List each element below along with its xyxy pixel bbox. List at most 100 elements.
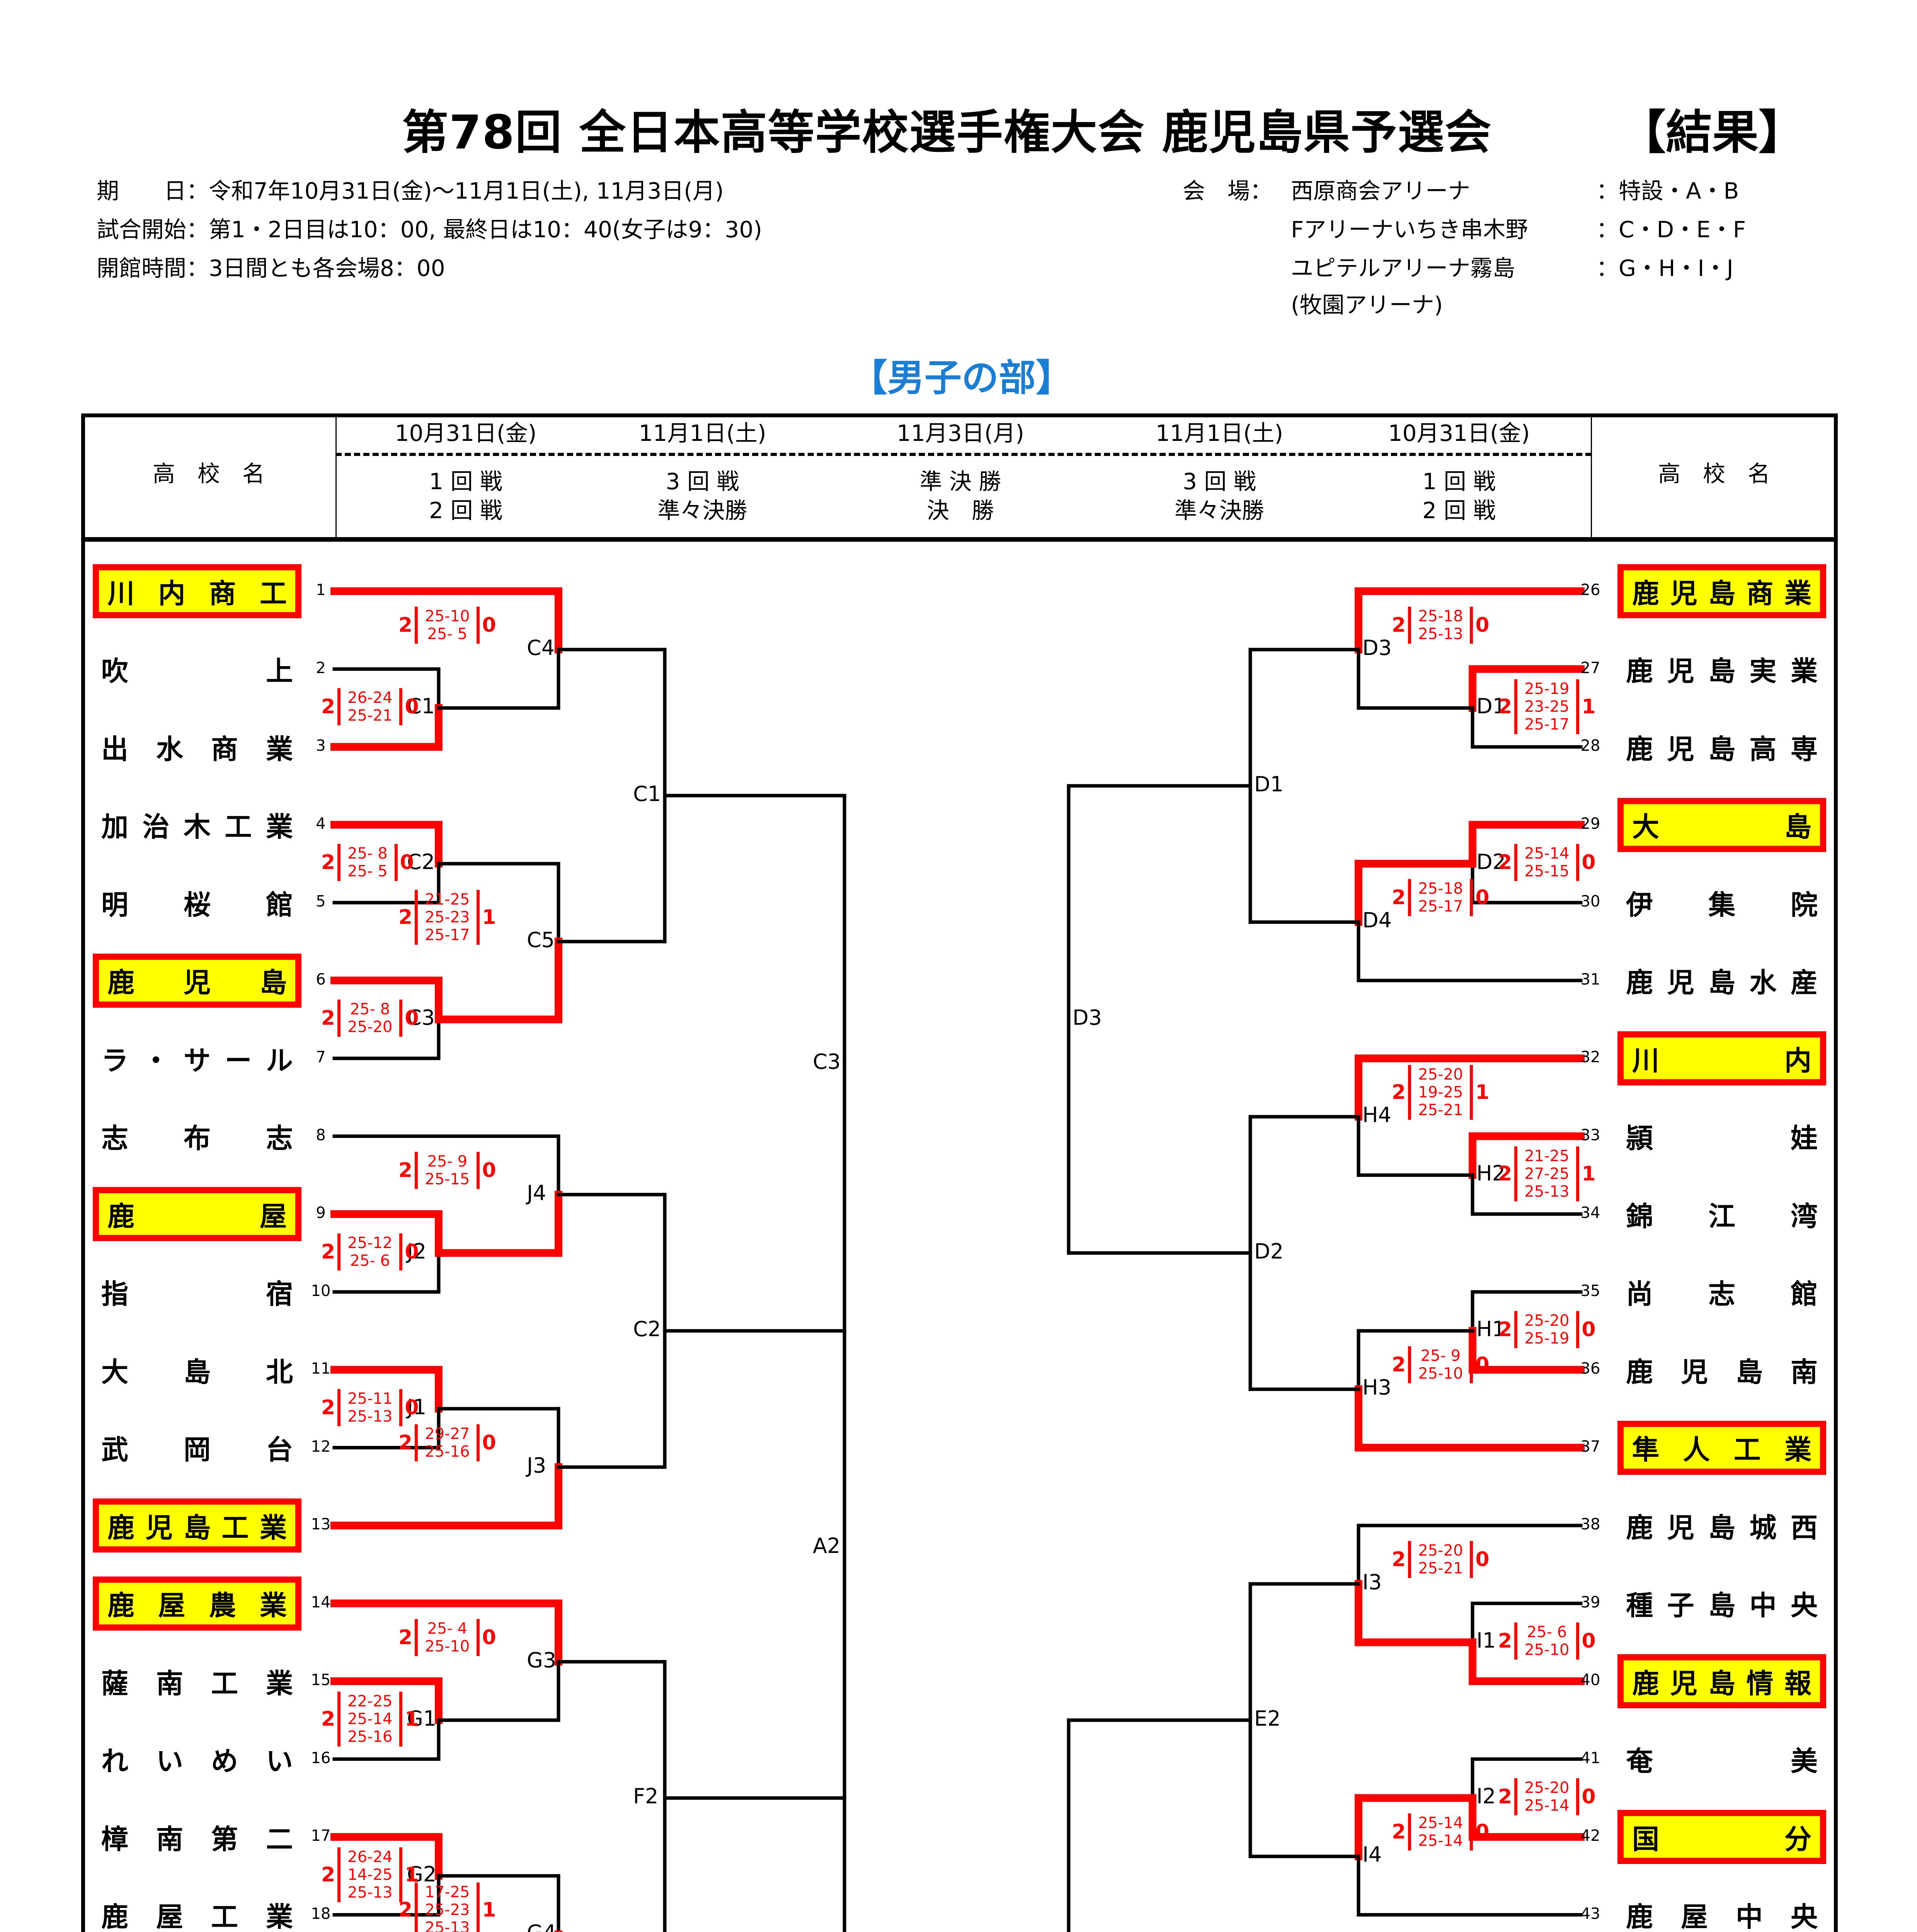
team-name: 鹿児島高専 [1626,733,1818,765]
column-date: 11月3日(月) [897,420,1024,446]
team-name: 尚志館 [1626,1278,1818,1310]
round-label: D3 [1073,1005,1102,1030]
school-column-header: 高 校 名 [1658,461,1770,487]
team-name: 指宿 [101,1278,293,1310]
seed-number: 40 [1580,1671,1600,1689]
team-name: 川内商工 [93,564,301,618]
round-label: C2 [633,1317,661,1342]
set-score: 25-17 [1524,716,1570,734]
set-score: 25- 6 [1527,1623,1567,1641]
sets-won: 2 [1392,1548,1406,1571]
info-start-time: 試合開始：第1・2日目は10：00, 最終日は10：40(女子は9：30) [97,216,762,243]
team-name: れいめい [101,1745,293,1777]
sets-won: 2 [321,695,335,719]
column-round: 決 勝 [926,497,994,524]
match-code: I3 [1362,1570,1382,1595]
venue-courts: ：C・D・E・F [1596,216,1746,243]
match-code: H4 [1362,1103,1391,1128]
sets-lost: 0 [482,1431,496,1454]
set-score: 25-21 [347,707,393,725]
match-code: D3 [1362,636,1392,660]
set-score: 25- 9 [427,1152,468,1170]
match-code: C3 [407,1005,435,1030]
sets-won: 2 [321,851,335,874]
school-column-header: 高 校 名 [152,461,265,487]
column-round: 1 回 戦 [1422,468,1496,495]
sets-lost: 0 [1475,1353,1490,1377]
sets-lost: 0 [482,1626,496,1649]
seed-number: 9 [316,1204,326,1222]
set-score: 25-15 [425,1170,470,1188]
sets-lost: 1 [1582,1162,1596,1186]
sets-won: 2 [1498,695,1512,719]
set-score: 19-25 [1418,1083,1463,1102]
match-code: H1 [1476,1317,1505,1342]
sets-won: 2 [1498,1162,1512,1186]
seed-number: 14 [311,1593,331,1611]
seed-number: 39 [1580,1593,1600,1611]
set-score: 25-20 [347,1018,393,1036]
sets-won: 2 [321,1240,335,1264]
team-name: 鹿児島商業 [1617,564,1826,618]
sets-lost: 0 [1582,1629,1596,1653]
seed-number: 5 [316,893,326,910]
round-label: C1 [633,781,661,806]
seed-number: 34 [1580,1204,1600,1222]
set-score: 25-20 [1524,1779,1570,1797]
seed-number: 4 [316,815,326,833]
venue-courts: ：G・H・I・J [1596,255,1733,281]
set-score: 21-25 [1524,1147,1570,1165]
set-score: 25-21 [1418,1560,1463,1578]
team-name: 大島 [1617,798,1826,852]
match-code: C1 [407,694,435,719]
set-score: 25-10 [1418,1365,1463,1383]
set-score: 29-27 [425,1425,470,1443]
set-score: 25-13 [1418,625,1463,643]
seed-number: 35 [1580,1282,1600,1300]
sets-lost: 0 [1582,1785,1596,1809]
header-divider [81,537,1838,542]
sets-lost: 1 [405,1707,419,1731]
sets-won: 2 [398,1158,413,1182]
result-tag: 【結果】 [1619,106,1805,160]
set-score: 26-24 [347,1848,393,1866]
match-code: G2 [407,1862,437,1886]
seed-number: 7 [316,1048,326,1066]
sets-lost: 0 [1475,1548,1490,1571]
team-name: 鹿児島城西 [1626,1512,1818,1544]
team-name: 国分 [1617,1810,1826,1864]
round-label: A2 [813,1533,841,1558]
set-score: 25-14 [347,1710,393,1728]
seed-number: 8 [316,1126,326,1144]
match-code: H3 [1362,1375,1391,1400]
match-code: G1 [407,1706,437,1731]
sets-won: 2 [398,905,413,929]
match-code: H2 [1476,1161,1505,1186]
sets-lost: 0 [1475,614,1490,637]
sets-lost: 0 [1475,1820,1490,1844]
seed-number: 36 [1580,1360,1600,1378]
sets-won: 2 [398,1626,413,1649]
set-score: 25-21 [1418,1101,1463,1119]
match-code: C2 [407,850,435,874]
round-label: E2 [1254,1706,1281,1731]
set-score: 25-10 [1524,1641,1570,1659]
match-code: D1 [1476,694,1506,719]
header-rule [335,415,337,539]
column-round: 準々決勝 [1174,497,1264,524]
set-score: 25-20 [1418,1542,1463,1560]
set-score: 25-23 [425,908,470,926]
team-name: 出水商業 [101,733,293,765]
sets-lost: 0 [482,1158,496,1182]
